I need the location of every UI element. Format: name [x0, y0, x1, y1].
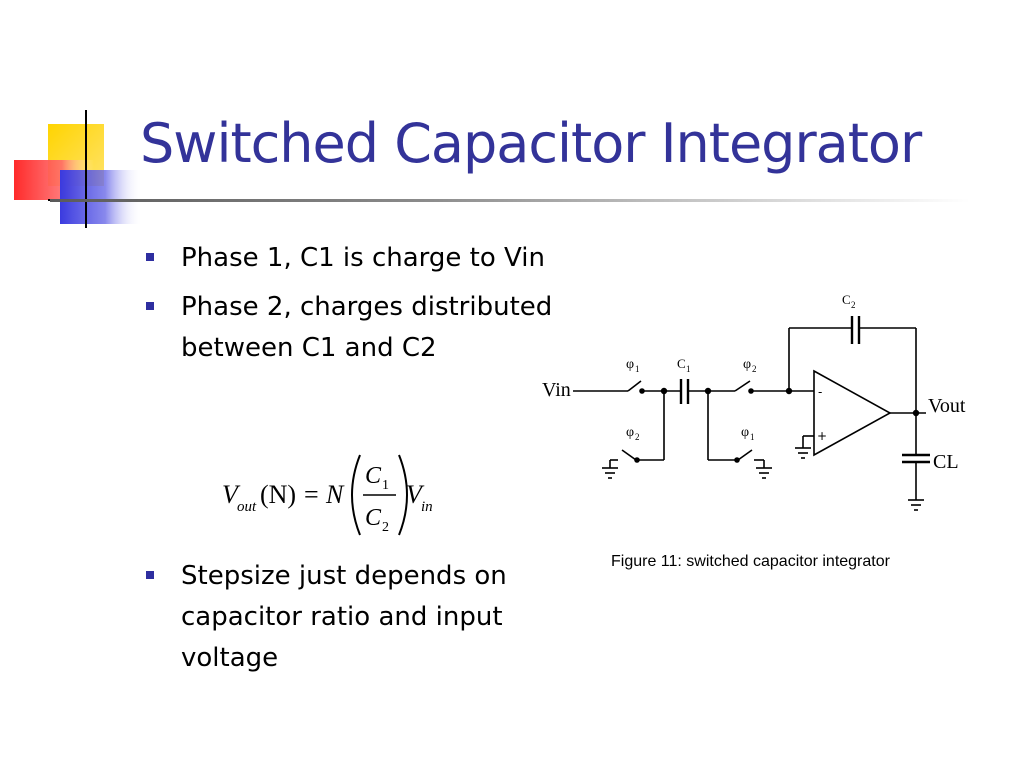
formula-factor: N — [325, 480, 345, 509]
formula-den-sub: 2 — [382, 520, 389, 535]
formula-lhs-arg: (N) — [260, 480, 296, 509]
slide-title: Switched Capacitor Integrator — [140, 112, 922, 175]
switch-phi2-top-blade — [734, 380, 751, 392]
formula-left-paren — [351, 454, 361, 536]
label-phi1-bottom: φ — [741, 425, 749, 440]
ground-icon — [756, 467, 772, 479]
figure-caption: Figure 11: switched capacitor integrator — [611, 553, 890, 570]
opamp-plus-sign: + — [817, 429, 827, 443]
ground-icon — [795, 447, 811, 459]
bullet-item: Phase 2, charges distributed between C1 … — [140, 287, 560, 369]
switch-phi1-bottom-blade — [737, 449, 753, 461]
formula-lhs-sub: out — [237, 499, 257, 515]
formula-lhs-var: V — [222, 480, 241, 509]
bullet-item: Phase 1, C1 is charge to Vin — [140, 238, 560, 279]
bullet-list: Phase 1, C1 is charge to Vin Phase 2, ch… — [140, 238, 560, 673]
formula-right-paren — [398, 454, 408, 536]
opamp-minus-sign: - — [818, 385, 822, 399]
circuit-diagram: - + Vin Vout CL C 2 C 1 φ 1 φ 2 φ 2 φ 1 — [542, 292, 966, 511]
label-phi2-top: φ — [743, 357, 751, 372]
bullet-text: Stepsize just depends on capacitor ratio… — [181, 561, 507, 673]
square-bullet-icon — [146, 302, 154, 310]
switch-phi2-bottom-blade — [621, 449, 637, 461]
label-c2: C — [842, 292, 851, 307]
bullet-text: Phase 2, charges distributed between C1 … — [181, 292, 553, 363]
square-bullet-icon — [146, 571, 154, 579]
formula-num: C — [365, 463, 382, 489]
formula-rhs-sub: in — [421, 499, 433, 515]
ground-icon — [908, 499, 924, 511]
formula-equals: = — [304, 480, 319, 509]
label-vin: Vin — [542, 379, 571, 401]
opamp-triangle — [813, 369, 892, 457]
ground-icon — [602, 467, 618, 479]
label-vout: Vout — [928, 395, 966, 417]
label-cl: CL — [933, 451, 959, 473]
square-bullet-icon — [146, 253, 154, 261]
formula-rhs-var: V — [406, 480, 425, 509]
bullet-text: Phase 1, C1 is charge to Vin — [181, 243, 545, 273]
label-phi1-top: φ — [626, 357, 634, 372]
logo-blue-square — [60, 170, 142, 224]
label-c2-sub: 2 — [851, 300, 856, 310]
switch-phi1-top-blade — [627, 380, 642, 392]
label-c1-sub: 1 — [686, 364, 691, 374]
decorative-squares-logo — [14, 110, 150, 228]
label-phi1-top-sub: 1 — [635, 364, 640, 374]
label-phi2-top-sub: 2 — [752, 364, 757, 374]
formula-den: C — [365, 505, 382, 531]
label-phi1-bottom-sub: 1 — [750, 432, 755, 442]
title-underline — [50, 199, 970, 202]
label-phi2-bottom: φ — [626, 425, 634, 440]
label-c1: C — [677, 356, 686, 371]
label-phi2-bottom-sub: 2 — [635, 432, 640, 442]
formula-num-sub: 1 — [382, 478, 389, 493]
integrator-formula: V out (N) = N C 1 C 2 V in — [222, 454, 433, 536]
bullet-item: Stepsize just depends on capacitor ratio… — [140, 556, 560, 679]
